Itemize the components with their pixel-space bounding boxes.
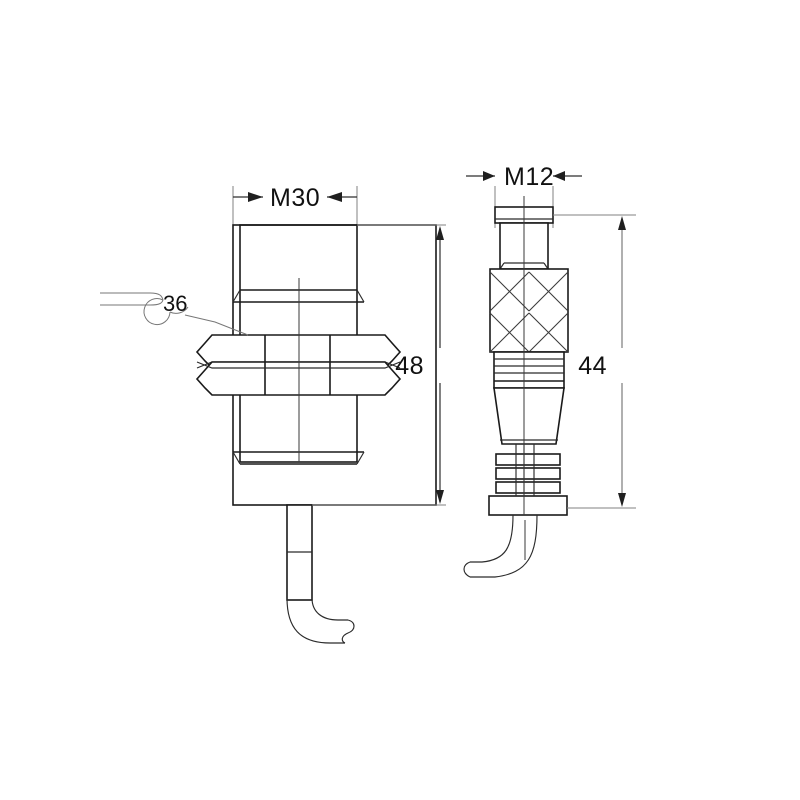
arrowhead-48-bottom [436,490,444,504]
dimension-44: 44 [553,214,636,509]
thread-neck-bevel-right [543,262,549,270]
taper-body [493,387,565,445]
wrench-ring-bottom [169,306,189,314]
cable-ragged-end [341,619,355,644]
cable-strain-relief-front [286,504,313,601]
side-view-group: M12 [463,163,636,578]
cable-side-inner-edge [470,514,514,563]
arrowhead-48-top [436,226,444,240]
cable-outer-edge [286,597,345,644]
hatch-line-6 [489,312,530,353]
dim-label-44: 44 [578,352,607,380]
connector-band-section [493,351,565,389]
arrowhead-m12-left [483,171,495,181]
arrowhead-m30-left [248,192,263,202]
connector-knurled-grip [489,268,569,353]
arrowhead-m30-right [327,192,342,202]
wrench-size-callout: 36 [100,291,249,336]
rib-base-flange [488,495,568,516]
knurl-hatch-pattern [489,271,569,353]
wrench-handle-bottom [100,299,164,306]
wrench-icon [100,292,189,326]
dim-label-m12: M12 [504,163,554,191]
cable-inner-edge [311,597,348,621]
cable-front-view [286,597,355,644]
cable-side-outer-edge [470,514,538,578]
dim-label-m30: M30 [270,184,320,212]
thread-neck-bevel-left [499,262,505,270]
dimension-m12: M12 [466,163,582,191]
chamfer-left-bevel [232,289,241,303]
lower-chamfer-left-bevel [232,451,241,465]
chamfer-right-bevel [356,289,365,303]
hatch-line-4 [528,271,569,312]
wrench-handle-top [100,292,164,301]
hatch-line-8 [528,312,569,353]
band-section-rect [493,351,565,389]
hatch-line-2 [489,271,530,312]
arrowhead-44-bottom [618,493,626,507]
callout-leader-line [184,314,249,336]
rib-3 [495,481,561,494]
cable-side-ragged-end [463,561,471,578]
dimension-m30: M30 [233,184,357,212]
dimension-48: 48 [312,224,446,506]
rib-2 [495,467,561,480]
rib-1 [495,453,561,466]
arrowhead-m12-right [553,171,565,181]
strain-relief-ribs [488,444,568,516]
callout-label-36: 36 [163,291,187,316]
arrowhead-44-top [618,216,626,230]
front-view-group: M30 [100,184,446,644]
cable-side-view [463,514,538,578]
connector-taper [493,387,565,445]
wrench-ring-left [143,298,171,326]
lower-chamfer-right-bevel [356,451,365,465]
dim-label-48: 48 [395,352,424,380]
